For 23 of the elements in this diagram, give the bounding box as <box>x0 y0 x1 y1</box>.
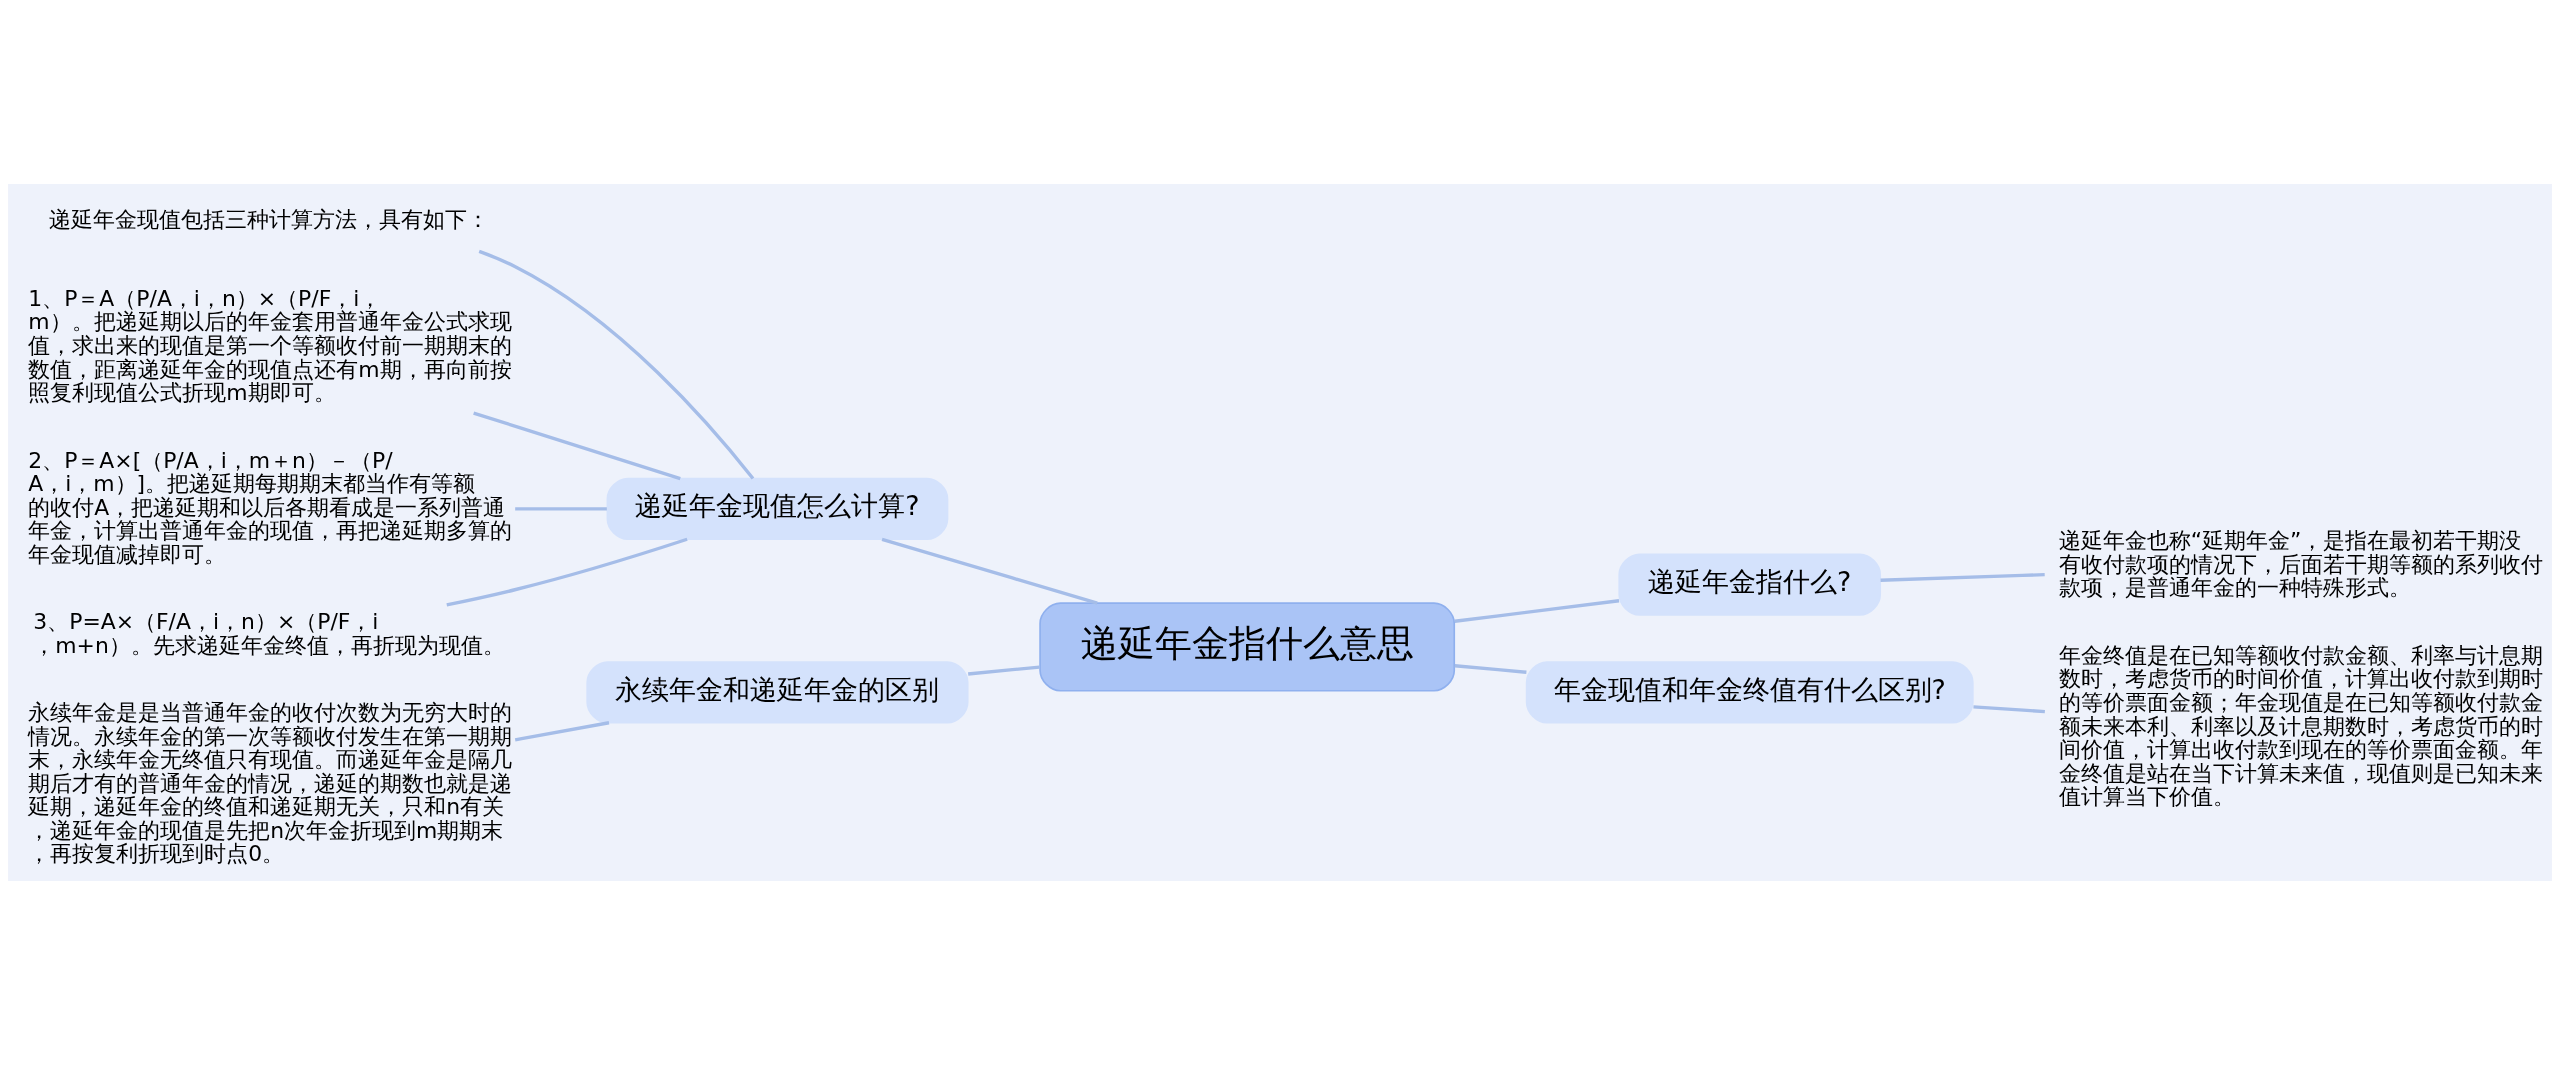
connector <box>1454 664 1527 674</box>
connector <box>515 507 607 511</box>
connector <box>881 537 1098 605</box>
node-text: 1、P＝A（P/A，i，n）×（P/F，i，m）。把递延期以后的年金套用普通年金公式求现值，求出来的现值是第一个等额收付前一期期末的数值，距离递延年金的现值点还有m期，再向前按照复利现值公式折现m期即可。 <box>28 285 513 406</box>
connector <box>968 665 1040 676</box>
node-text: 永续年金是是当普通年金的收付次数为无穷大时的情况。永续年金的第一次等额收付发生在第一期期末，永续年金无终值只有现值。而递延年金是隔几期后才有的普通年金的情况，递延的期数也就是递延期，递延年金的终值和递延期无关，只和n有关，递延年金的现值是先把n次年金折现到m期期末，再按复利折现到时点0。 <box>28 700 513 867</box>
connector <box>514 721 610 742</box>
connector <box>446 537 688 607</box>
node-text: 2、P＝A×[（P/A，i，m＋n）－（P/A，i，m）]。把递延期每期期末都当作有等额的收付A，把递延期和以后各期看成是一系列普通年金，计算出普通年金的现值，再把递延期多算的年金现值减掉即可。 <box>28 447 513 567</box>
node-box: 永续年金和递延年金的区别 <box>586 661 969 724</box>
connector <box>473 411 681 481</box>
node-text: 3、P=A×（F/A，i，n）×（P/F，i，m+n）。先求递延年金终值，再折现为现值。 <box>33 609 505 658</box>
node-box: 递延年金现值怎么计算? <box>606 477 949 541</box>
connector <box>1880 573 2045 582</box>
connector <box>478 249 755 480</box>
connector <box>1973 705 2045 714</box>
connector <box>1454 599 1620 623</box>
node-text: 递延年金也称“延期年金”，是指在最初若干期没有收付款项的情况下，后面若干期等额的系列收付款项，是普通年金的一种特殊形式。 <box>2058 528 2543 601</box>
node-text: 年金终值是在已知等额收付款金额、利率与计息期数时，考虑货币的时间价值，计算出收付款到期时的等价票面金额；年金现值是在已知等额收付款金额未来本利、利率以及计息期数时，考虑货币的时间价值，计算出收付款到现在的等价票面金额。年金终值是站在当下计算未来值，现值则是已知未来值计算当下价值。 <box>2058 642 2543 810</box>
node-text: 递延年金现值包括三种计算方法，具有如下： <box>49 206 490 232</box>
node-box: 递延年金指什么? <box>1618 553 1882 616</box>
node-box: 年金现值和年金终值有什么区别? <box>1525 661 1974 724</box>
node-box: 递延年金指什么意思 <box>1039 602 1456 692</box>
